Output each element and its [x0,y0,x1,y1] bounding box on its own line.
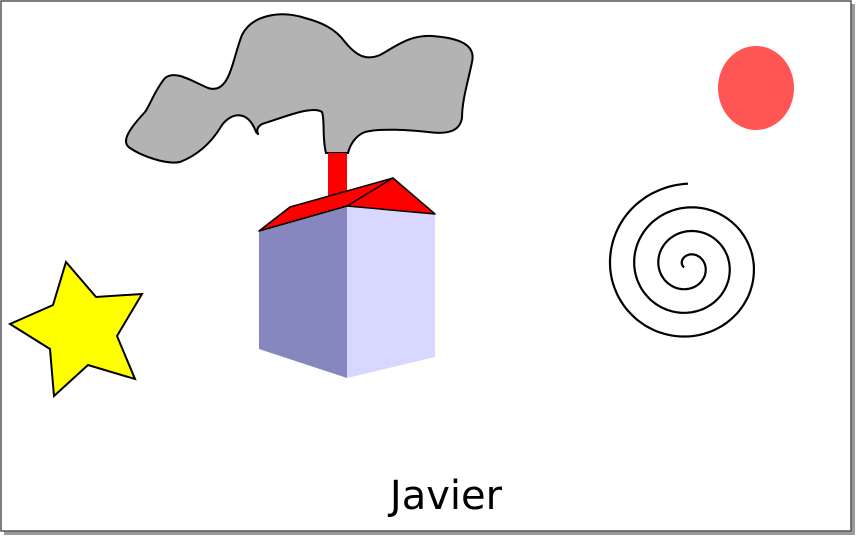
spiral [608,182,755,338]
house [258,177,436,378]
smoke-cloud [125,13,474,164]
roof-ridge-line [346,177,394,207]
chimney [328,153,347,203]
caption-text: Javier [387,473,503,519]
house-roof [258,177,436,232]
sun-circle [718,46,794,130]
house-left-wall [259,206,347,378]
house-right-wall [347,206,435,378]
star [7,259,144,399]
